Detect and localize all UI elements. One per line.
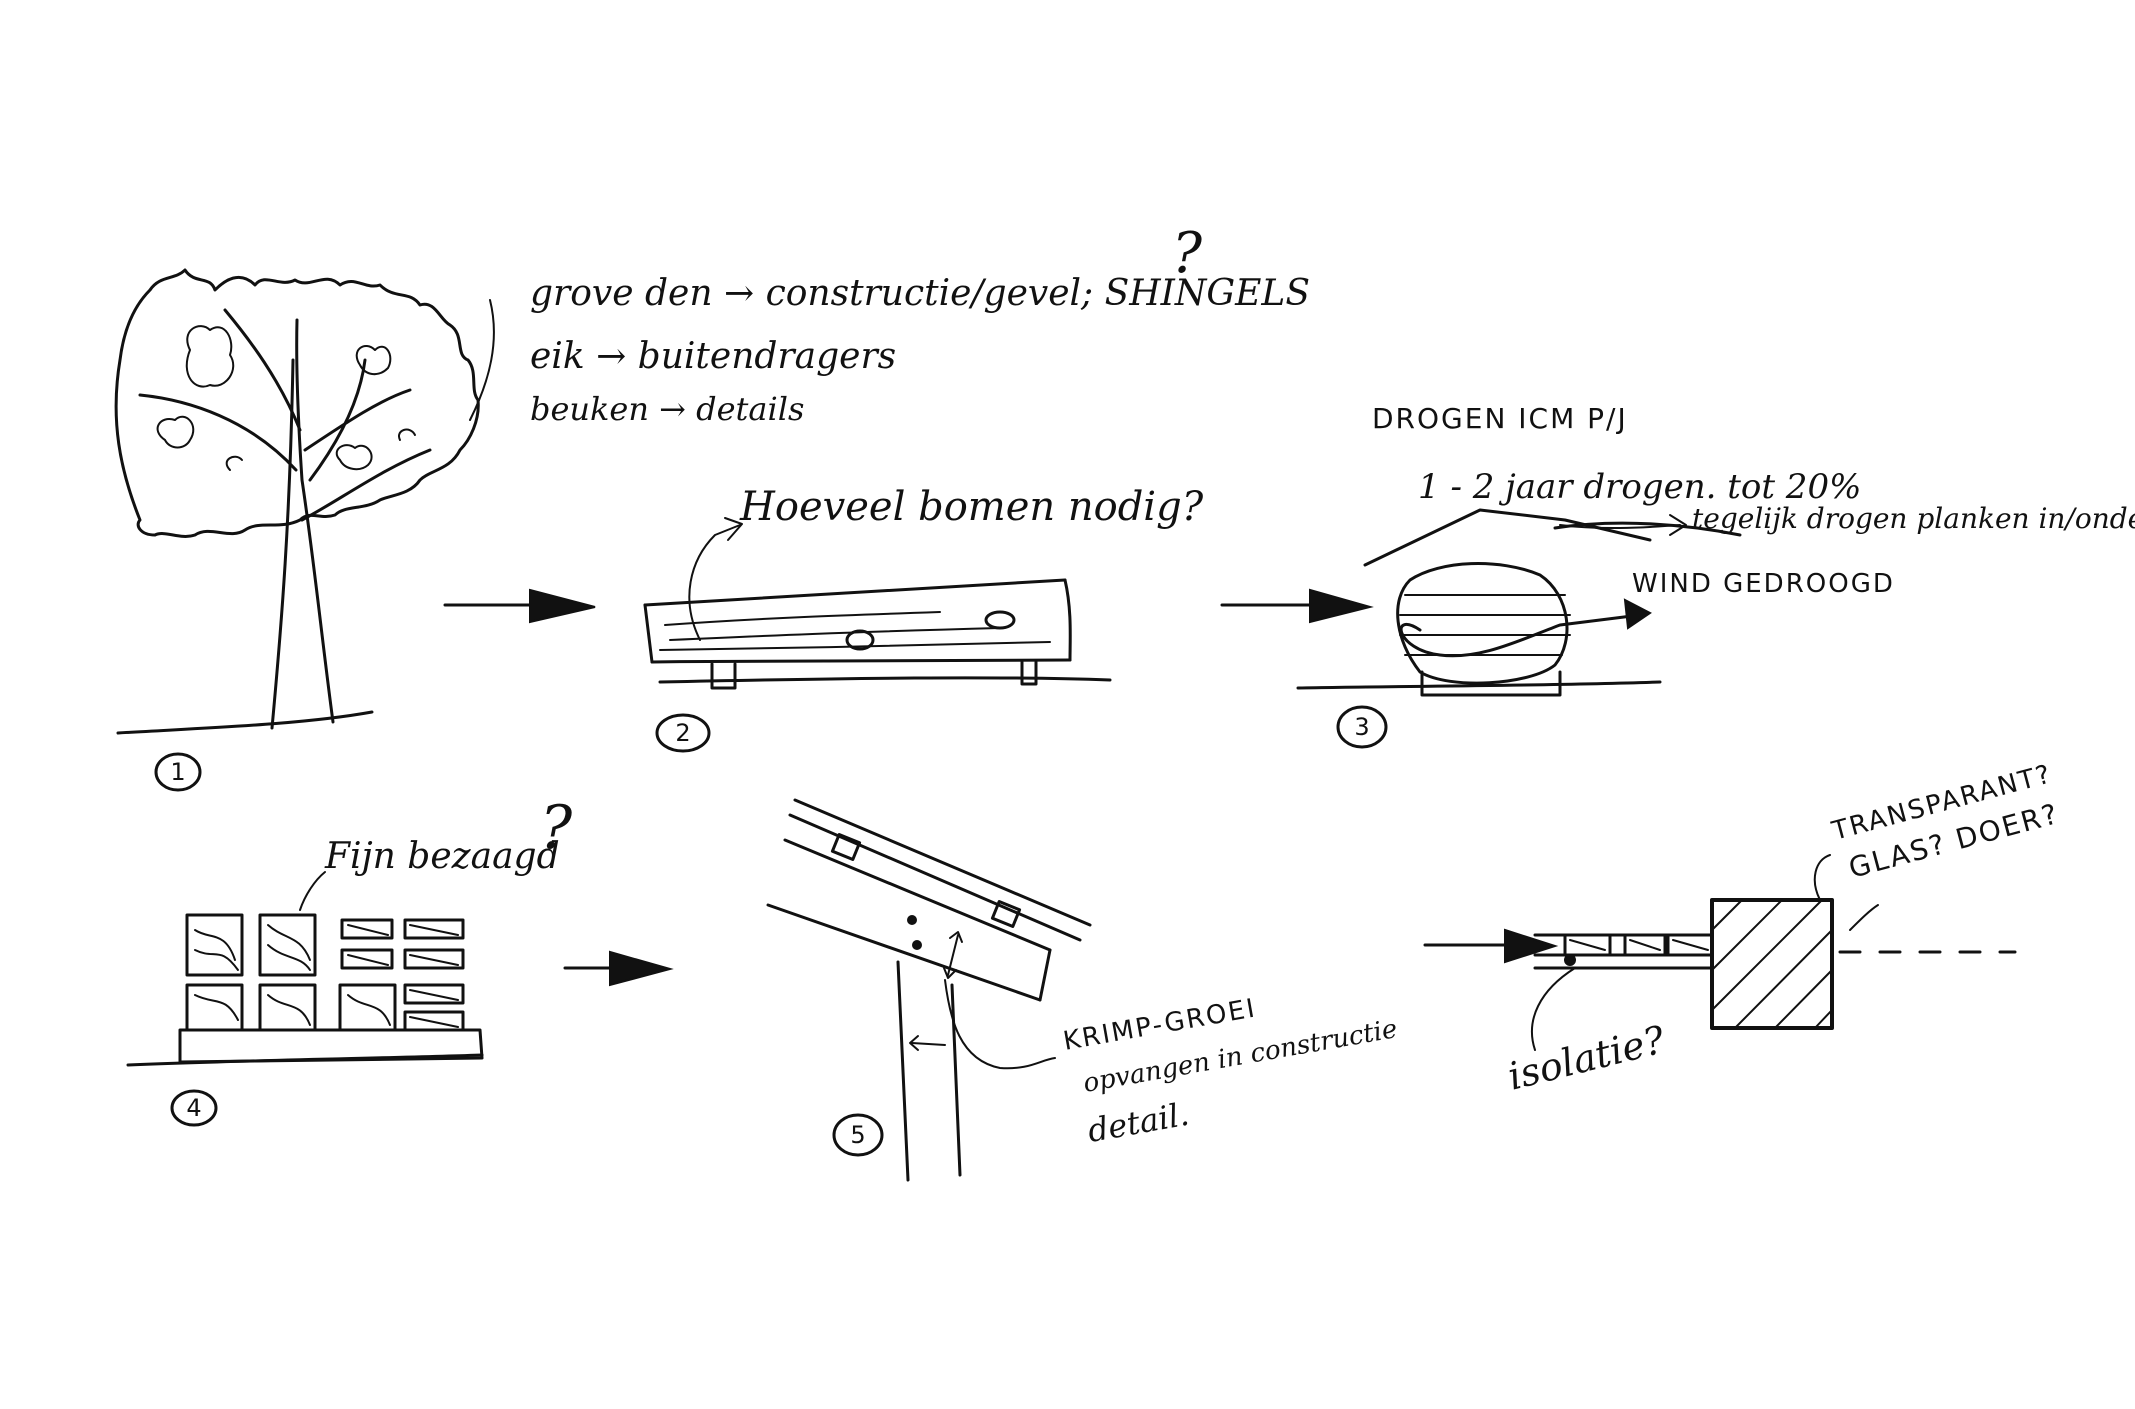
wood-note-line2: eik → buitendragers bbox=[530, 336, 896, 377]
log-question: Hoeveel bomen nodig? bbox=[739, 484, 1204, 530]
wall-window-section bbox=[1423, 854, 2017, 1051]
step-4-marker: 4 bbox=[170, 1089, 218, 1127]
drying-line: 1 - 2 jaar drogen. tot 20% bbox=[1418, 467, 1861, 507]
drying-arrow-note: tegelijk drogen planken in/onder dak? bbox=[1692, 502, 2135, 535]
step-1-number: 1 bbox=[170, 758, 185, 786]
arrow-4-to-5 bbox=[563, 950, 674, 987]
wood-note-line1: grove den → constructie/gevel; SHINGELS bbox=[530, 273, 1310, 314]
sawn-timber-stack bbox=[126, 871, 484, 1067]
wood-note-question: ? bbox=[1172, 221, 1203, 286]
step-5-marker: 5 bbox=[832, 1113, 884, 1157]
step-3-marker: 3 bbox=[1336, 705, 1388, 749]
roof-joint-detail bbox=[766, 798, 1092, 1182]
step-2-number: 2 bbox=[675, 719, 690, 747]
arrow-1-to-2 bbox=[443, 588, 596, 624]
sawing-question: ? bbox=[540, 793, 573, 863]
wood-note-line3: beuken → details bbox=[530, 390, 804, 428]
sawing-label: Fijn bezaagd bbox=[324, 836, 560, 877]
tree-sketch bbox=[114, 268, 480, 735]
step-5-number: 5 bbox=[850, 1121, 865, 1149]
wind-dried-label: WIND GEDROOGD bbox=[1632, 569, 1895, 599]
drying-shelter-sketch bbox=[1296, 508, 1742, 697]
shrink-line3: detail. bbox=[1085, 1095, 1192, 1150]
step-3-number: 3 bbox=[1354, 713, 1369, 741]
drying-title: DROGEN ICM P/J bbox=[1372, 402, 1628, 435]
step-2-marker: 2 bbox=[655, 713, 711, 753]
step-1-marker: 1 bbox=[154, 752, 202, 792]
step-4-number: 4 bbox=[186, 1094, 201, 1122]
arrow-2-to-3 bbox=[1220, 588, 1374, 624]
log-sketch bbox=[643, 517, 1112, 690]
insulation-label: isolatie? bbox=[1504, 1017, 1670, 1098]
